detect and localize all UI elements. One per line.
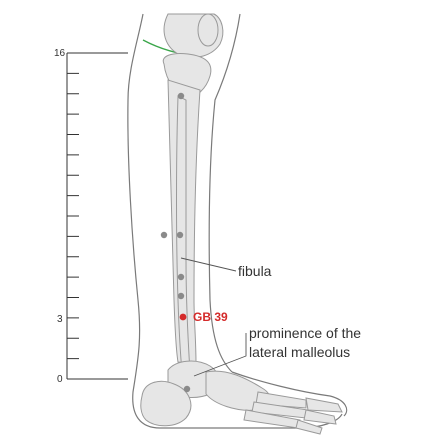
malleolus-label-line1: prominence of the: [249, 325, 361, 341]
calcaneus: [140, 380, 192, 427]
patella: [197, 13, 219, 47]
toe-bones-1: [305, 397, 343, 413]
malleolus-leader-line: [193, 333, 247, 377]
scale-label-16: 16: [54, 48, 66, 59]
point-marker-lower-2: [177, 292, 185, 300]
point-markers: [160, 92, 191, 393]
gb39-label: GB 39: [193, 310, 228, 324]
scale-label-0: 0: [57, 374, 63, 385]
scale-label-3: 3: [57, 314, 63, 325]
toe-bones-2: [303, 409, 337, 425]
bones: [140, 13, 343, 435]
measurement-scale: 16 3 0: [54, 48, 128, 385]
leg-outline-front: [208, 13, 241, 373]
point-marker-upper: [177, 92, 185, 100]
point-marker-mid-right: [176, 231, 184, 239]
foot-outline: [231, 371, 348, 417]
point-marker-mid-left: [160, 231, 168, 239]
point-marker-ankle: [183, 385, 191, 393]
fibula-leader-line: [180, 257, 237, 272]
leg-outline: [127, 13, 343, 429]
malleolus-label-line2: lateral malleolus: [249, 344, 350, 360]
toe-bones-3: [295, 419, 323, 435]
fibula-label: fibula: [238, 263, 272, 279]
point-marker-lower-1: [177, 273, 185, 281]
point-gb39-marker: [179, 313, 187, 321]
scale-ticks: [67, 72, 79, 360]
